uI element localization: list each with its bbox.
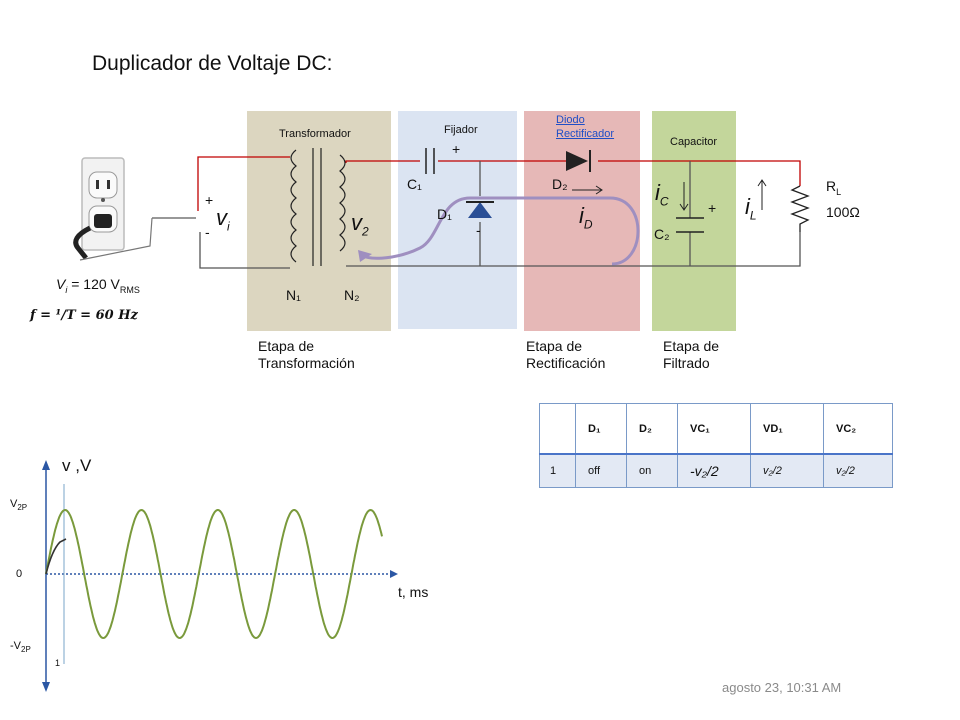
rl-label: RL [826,178,842,197]
d1-label: D₁ [437,206,452,222]
clamper-label: Fijador [444,124,478,136]
header-cell: VD₁ [750,403,824,455]
current-loop [359,196,640,266]
d1-minus: - [476,222,481,238]
xtick-1: 1 [55,658,61,668]
transformer-panel [247,111,391,331]
rectification-stage-label: Etapa de Rectificación [526,338,606,371]
table-cell: -v₂/2 [677,453,751,488]
transformation-stage-label: Etapa de Transformación [258,338,355,371]
vi-plus: + [205,192,214,208]
graph-xlabel: t, ms [398,584,429,600]
v2-variable: v2 [351,210,369,239]
capacitor-label: Capacitor [670,136,718,148]
diode-state-table: D₁ D₂ VC₁ VD₁ VC₂ 1 off on -v₂/2 v₂/2 v₂… [539,403,893,488]
outlet-icon [73,157,125,260]
start-transient [45,538,67,575]
il-variable: iL [745,194,757,223]
page-title: Duplicador de Voltaje DC: [92,52,333,75]
circuit-wires [197,156,801,211]
sine-wave [45,508,383,640]
table-cell: 1 [539,453,576,488]
vi-variable: vi [216,205,230,234]
header-cell [539,403,576,455]
n2-label: N₂ [344,287,360,303]
c1-capacitor [425,148,435,174]
transformer-coils [290,148,346,266]
filter-panel [652,111,736,331]
c2-capacitor [676,217,704,233]
ic-arrow [679,182,689,211]
vi-minus: - [205,224,210,240]
timestamp: agosto 23, 10:31 AM [722,680,842,695]
ic-variable: iC [655,180,669,209]
clamper-panel [398,111,517,329]
voltage-graph [42,460,398,692]
table-header-row: D₁ D₂ VC₁ VD₁ VC₂ [539,403,893,455]
id-arrow [572,185,603,195]
filter-stage-label: Etapa de Filtrado [663,338,720,371]
header-cell: D₁ [575,403,627,455]
d2-diode [566,150,591,172]
ytick-top: V2P [10,498,28,513]
c2-plus: + [708,200,717,216]
table-cell: v₂/2 [823,453,893,488]
table-cell: off [575,453,627,488]
header-cell: VC₂ [823,403,893,455]
rectifier-link[interactable]: Diodo Rectificador [556,114,615,140]
table-cell: v₂/2 [750,453,824,488]
d2-label: D₂ [552,176,568,192]
transformer-label: Transformador [279,128,351,140]
d1-diode [466,201,494,218]
ytick-zero: 0 [16,568,23,580]
c2-label: C₂ [654,226,670,242]
ytick-bottom: -V2P [10,640,31,655]
frequency-label: f = ¹/T = 60 Hz [30,308,138,323]
il-arrow [757,179,767,210]
header-cell: D₂ [626,403,678,455]
rectifier-panel [524,111,640,331]
c1-label: C₁ [407,176,422,192]
header-cell: VC₁ [677,403,751,455]
id-variable: iD [579,203,593,232]
source-voltage-label: Vi = 120 VRMS [56,276,140,295]
rl-resistor [790,185,810,232]
rl-value: 100Ω [826,204,860,220]
n1-label: N₁ [286,287,301,303]
graph-ylabel: v ,V [62,456,92,475]
c1-plus: + [452,141,461,157]
table-cell: on [626,453,678,488]
table-row: 1 off on -v₂/2 v₂/2 v₂/2 [539,453,893,488]
